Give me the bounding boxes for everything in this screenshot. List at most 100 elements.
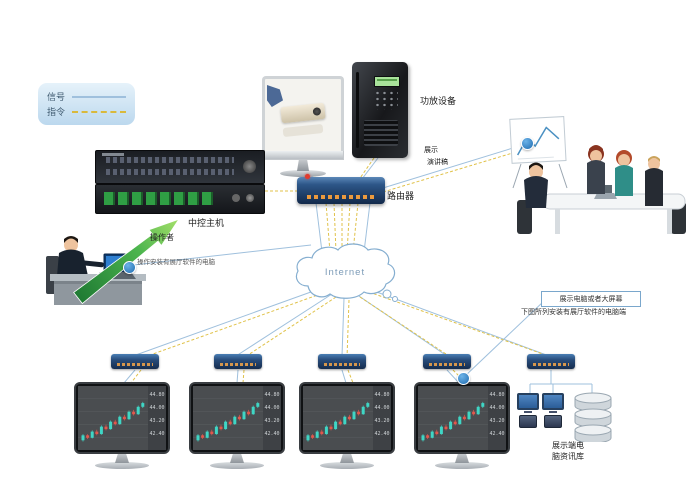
svg-text:42.40: 42.40 — [149, 431, 164, 437]
datastore-label: 展示端电 脑资讯库 — [534, 440, 602, 462]
screen-content-hand — [267, 85, 283, 107]
central-control-host — [95, 150, 265, 214]
monitor-frame: 44.80 44.00 43.20 42.40 — [299, 382, 395, 454]
database-stack — [574, 392, 612, 442]
amplifier-hinge — [356, 72, 359, 148]
svg-text:44.00: 44.00 — [149, 405, 164, 411]
network-switch-3 — [318, 354, 366, 369]
display-monitor-3: 44.80 44.00 43.20 42.40 — [299, 382, 395, 469]
terminal-pc-1 — [516, 393, 540, 428]
svg-text:44.80: 44.80 — [149, 392, 164, 398]
person-sitting — [524, 162, 548, 208]
monitor-frame: 44.80 44.00 43.20 42.40 — [74, 382, 170, 454]
cloud-puff — [382, 289, 392, 299]
amplifier-label: 功放设备 — [420, 96, 457, 106]
link-badge-meeting — [521, 137, 534, 150]
svg-text:44.00: 44.00 — [489, 405, 504, 411]
operator-label: 操作者 — [150, 233, 174, 242]
operator-note: 操作安装有展厅软件的电脑 — [137, 259, 215, 266]
pc-tower — [544, 415, 562, 428]
terminal-pc-2 — [541, 393, 565, 428]
rack-ports-row1 — [106, 157, 234, 163]
candlestick-chart: 44.80 44.00 43.20 42.40 — [78, 386, 166, 450]
database-cylinder — [574, 424, 612, 442]
imac-screen — [262, 76, 344, 151]
svg-text:43.20: 43.20 — [489, 418, 504, 424]
link-badge-operator — [123, 261, 136, 274]
imac-chin — [262, 151, 344, 160]
datastore-label-line1: 展示端电 — [552, 441, 584, 450]
cloud-puff-small — [392, 296, 398, 302]
svg-text:43.20: 43.20 — [264, 418, 279, 424]
svg-text:42.40: 42.40 — [264, 431, 279, 437]
table-laptop-base — [594, 193, 617, 199]
database-cylinder — [574, 408, 612, 428]
pc-screen — [517, 393, 539, 410]
link-badge-switch — [457, 372, 470, 385]
amplifier-display — [374, 76, 400, 87]
operator-arm — [79, 260, 104, 268]
green-arrow — [73, 218, 180, 305]
monitor-frame: 44.80 44.00 43.20 42.40 — [189, 382, 285, 454]
monitor-stand — [455, 454, 469, 463]
display-note-box: 展示电脑或者大屏幕 — [541, 291, 641, 307]
operator-body — [57, 249, 88, 276]
monitor-frame: 44.80 44.00 43.20 42.40 — [414, 382, 510, 454]
svg-text:44.80: 44.80 — [374, 392, 389, 398]
pc-screen — [542, 393, 564, 410]
legend-signal-label: 信号 — [47, 92, 66, 102]
imac-stand — [297, 160, 309, 171]
legend-signal-row: 信号 — [47, 90, 126, 103]
monitor-base — [210, 462, 264, 469]
datastore-label-line2: 脑资讯库 — [552, 452, 584, 461]
rack-brand-plate — [102, 153, 124, 156]
legend-command-row: 指令 — [47, 105, 126, 118]
table-leg — [555, 209, 560, 234]
svg-text:43.20: 43.20 — [374, 418, 389, 424]
easel-leg — [512, 163, 522, 189]
display-note-sub: 下图所列安装有展厅软件的电脑端 — [521, 309, 626, 316]
meeting-room-illustration — [509, 116, 686, 234]
table-leg — [667, 209, 672, 234]
whiteboard — [509, 116, 567, 164]
svg-text:44.80: 44.80 — [489, 392, 504, 398]
rack-unit-bottom — [95, 184, 265, 214]
operator-display-monitor — [262, 76, 344, 177]
easel-leg — [558, 163, 568, 189]
chair — [517, 200, 532, 234]
person-teal-shirt — [615, 150, 633, 196]
amplifier-device — [352, 62, 408, 158]
candlestick-chart: 44.80 44.00 43.20 42.40 — [418, 386, 506, 450]
svg-text:42.40: 42.40 — [374, 431, 389, 437]
operator-hair — [64, 236, 78, 243]
person-suit — [645, 156, 663, 206]
svg-text:44.00: 44.00 — [264, 405, 279, 411]
rack-unit-top — [95, 150, 265, 184]
monitor-stand — [115, 454, 129, 463]
pc-stand — [549, 411, 557, 413]
router-label: 路由器 — [387, 191, 415, 201]
link-tag-script: 演讲稿 — [427, 159, 448, 166]
signal-line-sample — [72, 95, 126, 98]
network-switch-2 — [214, 354, 262, 369]
svg-text:44.80: 44.80 — [264, 392, 279, 398]
svg-text:43.20: 43.20 — [149, 418, 164, 424]
pc-stand — [524, 411, 532, 413]
router-led — [305, 174, 310, 179]
display-monitor-2: 44.80 44.00 43.20 42.40 — [189, 382, 285, 469]
network-switch-1 — [111, 354, 159, 369]
operator-head — [64, 238, 78, 252]
imac-base — [280, 170, 326, 177]
link-tag-display: 展示 — [424, 147, 438, 154]
network-switch-5 — [527, 354, 575, 369]
amplifier-keypad — [374, 90, 398, 110]
rack-ports-row2 — [106, 169, 234, 175]
candlestick-chart: 44.80 44.00 43.20 42.40 — [193, 386, 281, 450]
svg-text:44.00: 44.00 — [374, 405, 389, 411]
amplifier-vents — [364, 120, 398, 146]
svg-text:42.40: 42.40 — [489, 431, 504, 437]
rack-green-modules — [104, 192, 216, 205]
command-line-sample — [72, 110, 126, 113]
monitor-base — [435, 462, 489, 469]
